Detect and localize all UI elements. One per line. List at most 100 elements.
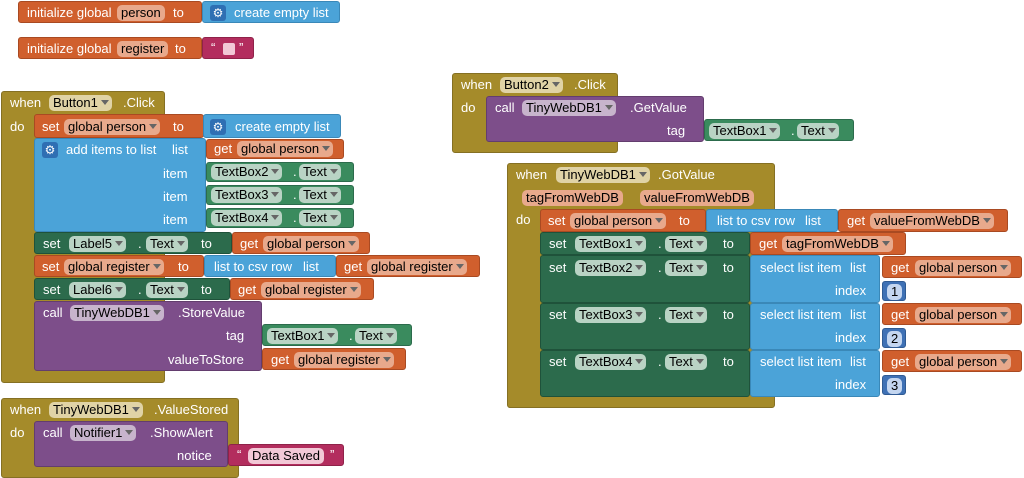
component-dropdown[interactable]: TextBox3 — [211, 187, 283, 203]
number-block[interactable]: 3 — [882, 375, 906, 395]
component-dropdown[interactable]: TinyWebDB1 — [49, 402, 143, 418]
variable-dropdown[interactable]: tagFromWebDB — [782, 236, 893, 252]
textbox1-text-block[interactable]: TextBox1 . Text — [704, 119, 854, 141]
component-dropdown[interactable]: TextBox2 — [575, 260, 647, 276]
component-dropdown[interactable]: TinyWebDB1 — [70, 305, 164, 321]
property-dropdown[interactable]: Text — [146, 236, 188, 252]
number-field[interactable]: 1 — [887, 284, 903, 300]
create-empty-list-block[interactable]: ⚙ create empty list — [203, 114, 341, 138]
variable-dropdown[interactable]: global register — [64, 259, 164, 275]
get-global-person-block[interactable]: get global person — [232, 232, 370, 254]
empty-text-field[interactable] — [223, 43, 235, 55]
set-global-person-block[interactable]: set global person to — [34, 114, 204, 138]
gear-icon[interactable]: ⚙ — [42, 142, 58, 158]
variable-dropdown[interactable]: global person — [64, 119, 161, 135]
set-textbox3-text-block[interactable]: set TextBox3 . Text to — [540, 303, 750, 350]
event-param-value[interactable]: valueFromWebDB — [640, 190, 754, 206]
component-dropdown[interactable]: TextBox2 — [211, 164, 283, 180]
variable-dropdown[interactable]: global person — [570, 213, 667, 229]
select-list-item-block[interactable]: select list item list index — [750, 350, 880, 397]
component-dropdown[interactable]: TinyWebDB1 — [556, 167, 650, 183]
set-global-person-block[interactable]: set global person to — [540, 209, 706, 232]
component-dropdown[interactable]: Notifier1 — [70, 425, 137, 441]
set-textbox2-text-block[interactable]: set TextBox2 . Text to — [540, 255, 750, 303]
property-dropdown[interactable]: Text — [355, 328, 397, 344]
call-showalert-block[interactable]: call Notifier1 .ShowAlert notice — [34, 421, 228, 467]
property-dropdown[interactable]: Text — [665, 260, 707, 276]
variable-dropdown[interactable]: global person — [237, 141, 334, 157]
get-global-person-block[interactable]: get global person — [206, 139, 344, 159]
property-dropdown[interactable]: Text — [299, 210, 341, 226]
component-dropdown[interactable]: Label6 — [69, 282, 127, 298]
text-data-saved-block[interactable]: “ Data Saved ” — [228, 444, 344, 466]
component-dropdown[interactable]: Button2 — [500, 77, 563, 93]
component-dropdown[interactable]: TextBox1 — [709, 123, 781, 139]
call-storevalue-block[interactable]: call TinyWebDB1 .StoreValue tag valueToS… — [34, 301, 262, 371]
get-global-person-block[interactable]: get global person — [882, 303, 1022, 325]
variable-dropdown[interactable]: valueFromWebDB — [870, 213, 994, 229]
get-global-person-block[interactable]: get global person — [882, 350, 1022, 372]
set-label5-text-block[interactable]: set Label5 . Text to — [34, 232, 232, 254]
property-dropdown[interactable]: Text — [299, 164, 341, 180]
number-block[interactable]: 1 — [882, 281, 906, 301]
create-empty-list-block[interactable]: ⚙ create empty list — [202, 1, 340, 23]
chevron-down-icon — [695, 312, 704, 317]
select-list-item-block[interactable]: select list item list index — [750, 255, 880, 303]
component-dropdown[interactable]: TextBox4 — [575, 354, 647, 370]
text-field[interactable]: Data Saved — [248, 448, 324, 464]
gear-icon[interactable]: ⚙ — [210, 119, 226, 135]
set-textbox1-text-block[interactable]: set TextBox1 . Text to — [540, 232, 750, 255]
event-param-tag[interactable]: tagFromWebDB — [522, 190, 623, 206]
variable-dropdown[interactable]: global person — [263, 236, 360, 252]
textbox1-text-block[interactable]: TextBox1 . Text — [262, 324, 412, 346]
global-name-field[interactable]: register — [117, 41, 169, 57]
property-dropdown[interactable]: Text — [299, 187, 341, 203]
component-dropdown[interactable]: TextBox4 — [211, 210, 283, 226]
set-global-register-block[interactable]: set global register to — [34, 255, 204, 277]
component-dropdown[interactable]: Button1 — [49, 95, 112, 111]
number-block[interactable]: 2 — [882, 328, 906, 348]
global-name-field[interactable]: person — [117, 5, 165, 21]
textbox3-text-block[interactable]: TextBox3 . Text — [206, 185, 354, 205]
component-dropdown[interactable]: TextBox1 — [575, 236, 647, 252]
get-global-register-block[interactable]: get global register — [336, 255, 480, 277]
add-items-to-list-block[interactable]: ⚙ add items to list list item item item — [34, 138, 206, 232]
property-dropdown[interactable]: Text — [146, 282, 188, 298]
get-tag-from-webdb-block[interactable]: get tagFromWebDB — [750, 232, 906, 255]
list-to-csv-row-block[interactable]: list to csv row list — [204, 255, 336, 277]
number-field[interactable]: 3 — [887, 378, 903, 394]
property-dropdown[interactable]: Text — [797, 123, 839, 139]
get-global-register-block[interactable]: get global register — [262, 348, 406, 370]
do-label: do — [516, 212, 531, 227]
variable-dropdown[interactable]: global person — [915, 260, 1012, 276]
variable-dropdown[interactable]: global person — [915, 354, 1012, 370]
call-getvalue-block[interactable]: call TinyWebDB1 .GetValue tag — [486, 96, 704, 142]
number-field[interactable]: 2 — [887, 331, 903, 347]
property-dropdown[interactable]: Text — [665, 236, 707, 252]
textbox2-text-block[interactable]: TextBox2 . Text — [206, 162, 354, 182]
set-label6-text-block[interactable]: set Label6 . Text to — [34, 278, 230, 300]
get-global-register-block[interactable]: get global register — [230, 278, 374, 300]
init-global-register-block[interactable]: initialize global register to — [18, 37, 202, 59]
select-list-item-block[interactable]: select list item list index — [750, 303, 880, 350]
tag-label: tag — [667, 123, 686, 138]
property-dropdown[interactable]: Text — [665, 354, 707, 370]
get-value-from-webdb-block[interactable]: get valueFromWebDB — [838, 209, 1008, 232]
init-global-person-block[interactable]: initialize global person to — [18, 1, 202, 23]
component-dropdown[interactable]: TextBox3 — [575, 307, 647, 323]
list-to-csv-row-block[interactable]: list to csv row list — [706, 209, 838, 232]
variable-dropdown[interactable]: global register — [294, 352, 394, 368]
variable-dropdown[interactable]: global register — [367, 259, 467, 275]
component-dropdown[interactable]: TextBox1 — [267, 328, 339, 344]
get-global-person-block[interactable]: get global person — [882, 256, 1022, 278]
component-dropdown[interactable]: TinyWebDB1 — [522, 100, 616, 116]
set-textbox4-text-block[interactable]: set TextBox4 . Text to — [540, 350, 750, 397]
get-label: get — [759, 236, 778, 251]
gear-icon[interactable]: ⚙ — [210, 5, 226, 21]
property-dropdown[interactable]: Text — [665, 307, 707, 323]
empty-text-block[interactable]: “ ” — [202, 37, 254, 59]
variable-dropdown[interactable]: global register — [261, 282, 361, 298]
textbox4-text-block[interactable]: TextBox4 . Text — [206, 208, 354, 228]
component-dropdown[interactable]: Label5 — [69, 236, 127, 252]
variable-dropdown[interactable]: global person — [915, 307, 1012, 323]
